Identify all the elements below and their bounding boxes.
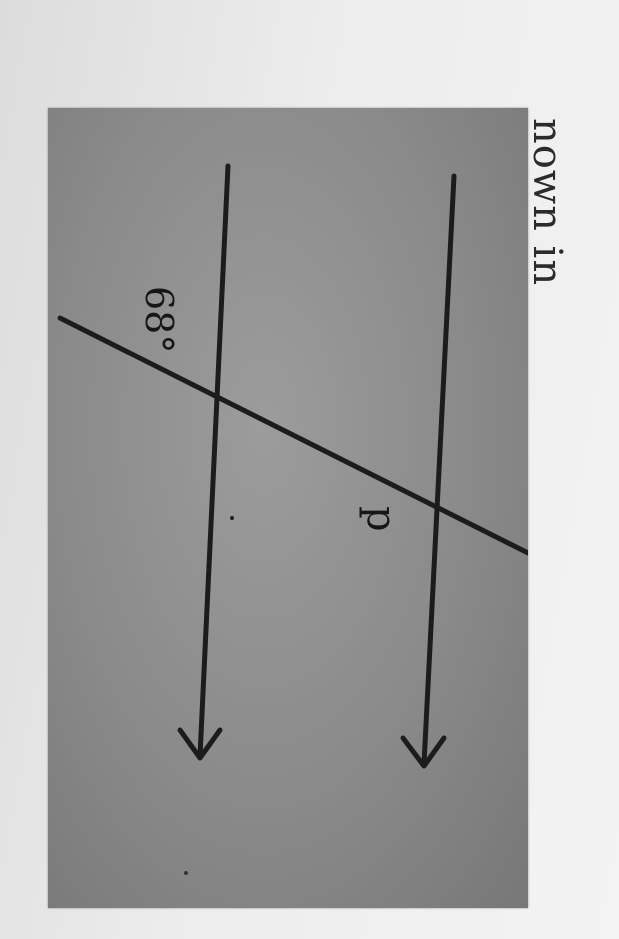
speck — [230, 516, 234, 520]
speck — [184, 871, 188, 875]
arrow-left-icon — [177, 727, 223, 761]
angle-label-68: 68° — [137, 286, 181, 353]
parallel-line-right — [421, 173, 457, 767]
arrow-right-icon — [400, 735, 447, 769]
parallel-lines-diagram: 68° p — [57, 163, 528, 875]
transversal-line — [57, 315, 528, 556]
figure-panel: 68° p — [48, 108, 528, 908]
angle-label-p: p — [358, 506, 404, 532]
rotated-question-text: nown in — [524, 118, 570, 287]
parallel-line-left — [197, 163, 231, 759]
